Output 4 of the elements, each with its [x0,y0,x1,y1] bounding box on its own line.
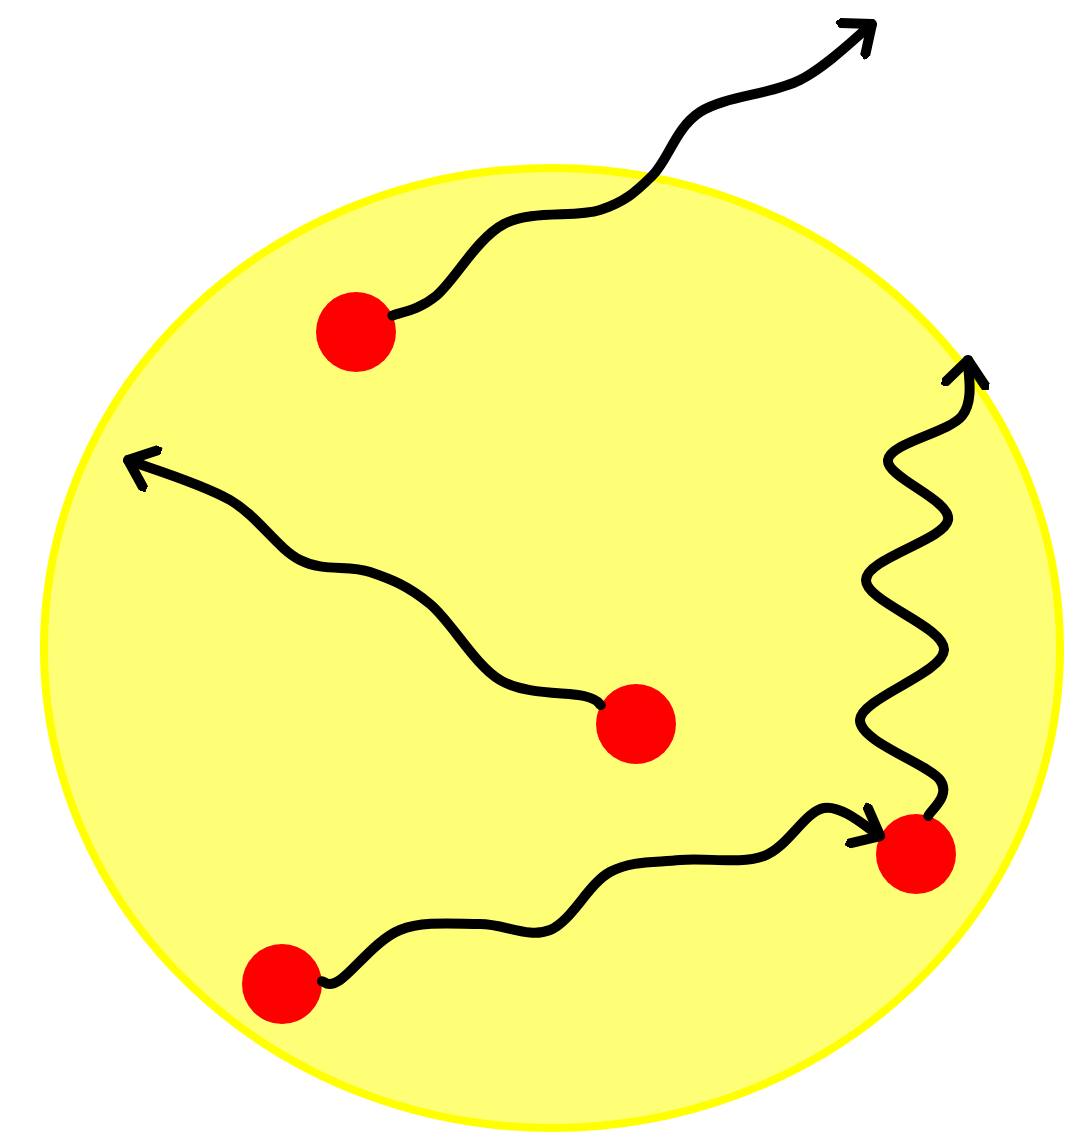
wavy-arrow [855,355,993,821]
wavy-arrow [316,801,886,990]
wavy-arrow [123,444,606,711]
wavy-arrow [387,18,877,321]
